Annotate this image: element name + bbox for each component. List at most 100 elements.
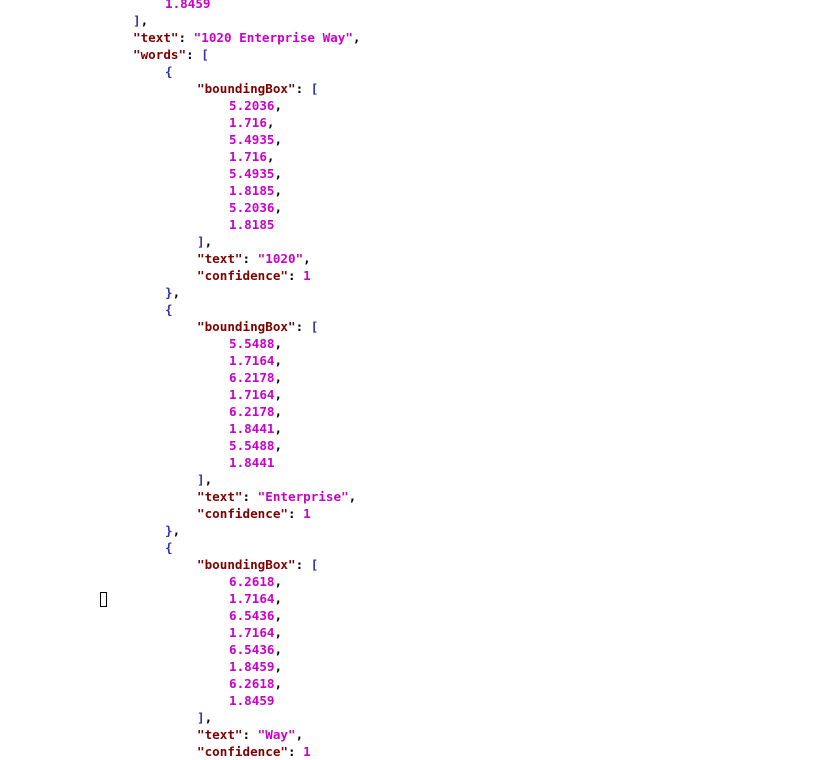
- json-bracket: [: [310, 81, 319, 96]
- json-string: "1020 Enterprise Way": [193, 30, 353, 45]
- json-key: "text": [197, 489, 243, 504]
- json-line: ],: [0, 233, 838, 250]
- json-punctuation: :: [295, 81, 311, 96]
- json-line: 5.4935,: [0, 131, 838, 148]
- json-number: 1.8459: [229, 693, 275, 708]
- json-line: 5.4935,: [0, 165, 838, 182]
- json-line: ],: [0, 12, 838, 29]
- json-number: 1: [303, 506, 311, 521]
- json-punctuation: ,: [274, 353, 283, 368]
- json-punctuation: ,: [274, 421, 283, 436]
- json-number: 6.5436: [229, 608, 275, 623]
- json-key: "boundingBox": [197, 319, 296, 334]
- json-punctuation: ,: [274, 608, 283, 623]
- json-line: 6.2178,: [0, 403, 838, 420]
- json-number: 1.7164: [229, 353, 275, 368]
- json-string: "1020": [257, 251, 304, 266]
- json-number: 5.2036: [229, 98, 275, 113]
- json-punctuation: ,: [274, 183, 283, 198]
- json-line: 6.2618,: [0, 573, 838, 590]
- json-number: 5.4935: [229, 132, 275, 147]
- json-punctuation: ,: [172, 523, 181, 538]
- json-key: "confidence": [197, 506, 288, 521]
- json-punctuation: ,: [266, 115, 275, 130]
- json-bracket: [: [310, 319, 319, 334]
- json-line: 1.8441,: [0, 420, 838, 437]
- json-line: 1.7164,: [0, 386, 838, 403]
- json-line: },: [0, 284, 838, 301]
- json-number: 6.2178: [229, 370, 275, 385]
- json-line: 6.5436,: [0, 607, 838, 624]
- json-bracket: }: [165, 285, 173, 300]
- json-line: {: [0, 539, 838, 556]
- json-punctuation: ,: [204, 234, 213, 249]
- json-punctuation: ,: [274, 591, 283, 606]
- json-bracket: ]: [133, 13, 141, 28]
- json-number: 1.716: [229, 115, 267, 130]
- json-punctuation: :: [288, 744, 304, 759]
- json-punctuation: ,: [266, 149, 275, 164]
- json-punctuation: :: [295, 319, 311, 334]
- json-line: "text": "Way",: [0, 726, 838, 743]
- json-number: 1.7164: [229, 387, 275, 402]
- json-number: 1.716: [229, 149, 267, 164]
- json-key: "confidence": [197, 744, 288, 759]
- json-key: "words": [133, 47, 187, 62]
- json-punctuation: :: [186, 47, 202, 62]
- json-line: 1.8185,: [0, 182, 838, 199]
- json-number: 6.2618: [229, 676, 275, 691]
- json-line: {: [0, 63, 838, 80]
- json-punctuation: ,: [274, 132, 283, 147]
- json-punctuation: ,: [172, 285, 181, 300]
- json-number: 6.2178: [229, 404, 275, 419]
- json-punctuation: ,: [295, 727, 304, 742]
- json-line: 1.8459: [0, 0, 838, 12]
- json-number: 1.8185: [229, 217, 275, 232]
- json-number: 1.8185: [229, 183, 275, 198]
- json-number: 1.8441: [229, 455, 275, 470]
- json-line: "text": "1020 Enterprise Way",: [0, 29, 838, 46]
- json-line: 5.5488,: [0, 335, 838, 352]
- json-line: 1.7164,: [0, 590, 838, 607]
- json-punctuation: :: [288, 268, 304, 283]
- json-line: 5.2036,: [0, 97, 838, 114]
- json-punctuation: :: [242, 727, 258, 742]
- json-punctuation: ,: [274, 438, 283, 453]
- text-cursor-icon: [100, 592, 107, 607]
- json-line: ],: [0, 709, 838, 726]
- json-number: 6.5436: [229, 642, 275, 657]
- json-punctuation: ,: [303, 251, 311, 266]
- json-string: "Way": [257, 727, 296, 742]
- json-line: 1.8441: [0, 454, 838, 471]
- json-number: 1: [303, 744, 311, 759]
- json-punctuation: ,: [140, 13, 149, 28]
- json-key: "boundingBox": [197, 81, 296, 96]
- json-line: 5.5488,: [0, 437, 838, 454]
- json-punctuation: ,: [274, 642, 283, 657]
- json-line: 1.8459: [0, 692, 838, 709]
- json-number: 5.5488: [229, 336, 275, 351]
- json-punctuation: ,: [274, 98, 283, 113]
- json-key: "boundingBox": [197, 557, 296, 572]
- json-line: "text": "1020",: [0, 250, 838, 267]
- json-number: 1.8441: [229, 421, 275, 436]
- json-key: "text": [197, 251, 243, 266]
- json-number: 5.4935: [229, 166, 275, 181]
- json-line: 1.7164,: [0, 352, 838, 369]
- json-punctuation: ,: [274, 200, 283, 215]
- json-line: "confidence": 1: [0, 505, 838, 522]
- json-punctuation: ,: [352, 30, 361, 45]
- json-line: "confidence": 1: [0, 743, 838, 760]
- json-number: 1.7164: [229, 625, 275, 640]
- json-line: 1.716,: [0, 148, 838, 165]
- json-bracket: [: [201, 47, 209, 62]
- json-line: 1.8459,: [0, 658, 838, 675]
- json-number: 1.7164: [229, 591, 275, 606]
- json-line: 1.716,: [0, 114, 838, 131]
- json-number: 5.2036: [229, 200, 275, 215]
- json-line: },: [0, 522, 838, 539]
- json-punctuation: :: [288, 506, 304, 521]
- json-line: 1.8185: [0, 216, 838, 233]
- json-number: 1: [303, 268, 311, 283]
